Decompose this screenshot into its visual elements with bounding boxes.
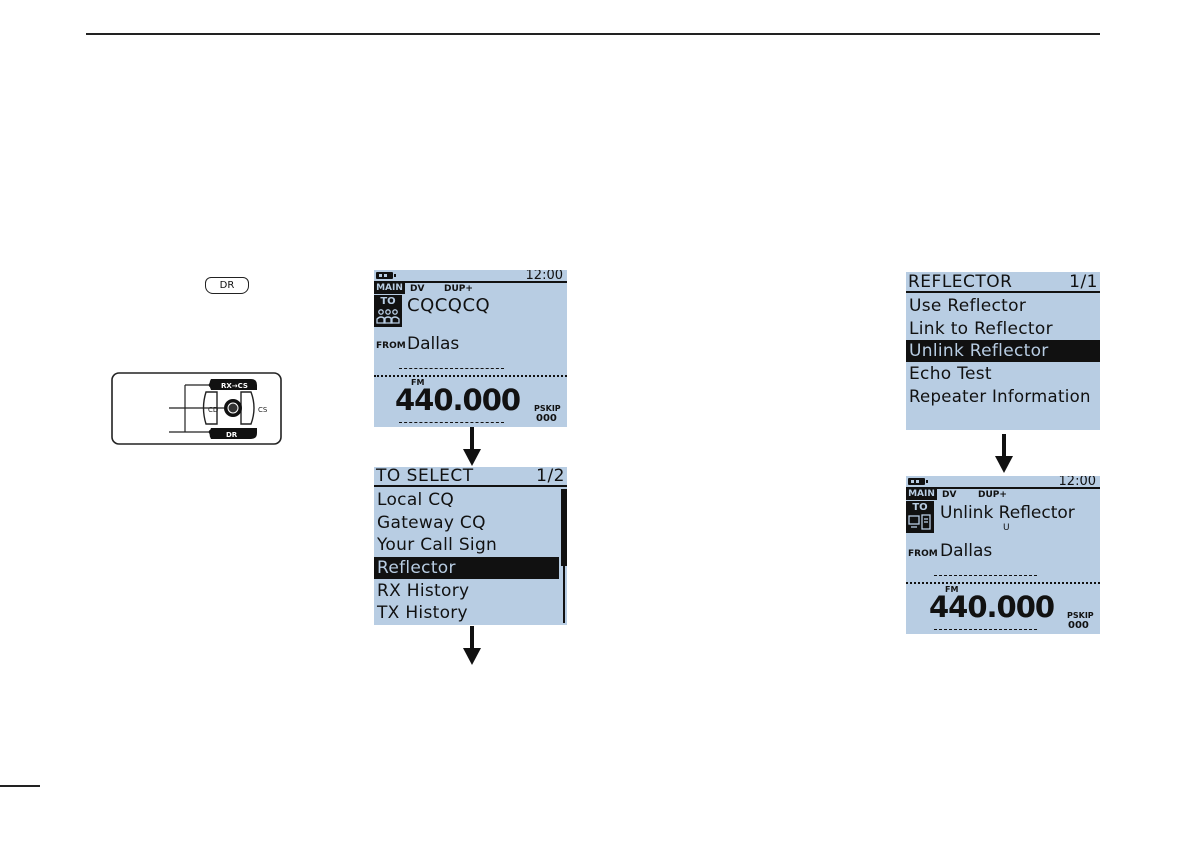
to-sub-value: U [1003,523,1010,533]
menu-item-repeater-information[interactable]: Repeater Information [909,387,1091,406]
fm-mode: FM [945,585,959,594]
cq-people-icon [376,309,400,324]
pskip-indicator: PSKIP [1067,611,1094,620]
menu-item-rx-history[interactable]: RX History [377,581,470,601]
menu-page: 1/2 [536,467,565,486]
menu-item-link-to-reflector[interactable]: Link to Reflector [909,319,1053,339]
pad-right-label: CS [258,406,268,414]
menu-item-tx-history[interactable]: TX History [377,603,468,623]
menu-item-local-cq[interactable]: Local CQ [377,490,455,510]
menu-item-gateway-cq[interactable]: Gateway CQ [377,513,486,533]
duplex-indicator: DUP+ [978,490,1007,500]
page-top-rule [86,33,1100,35]
to-tag: TO [906,501,934,533]
to-tag: TO [374,295,402,327]
fm-mode: FM [411,378,425,387]
frequency-display: 440.000 [929,590,1055,624]
to-tag-label: TO [912,502,928,513]
frequency-display: 440.000 [395,383,521,417]
reflector-menu-screen: REFLECTOR 1/1 Use Reflector Link to Refl… [906,272,1100,430]
clock-text: 12:00 [1058,476,1096,489]
mode-indicator: DV [410,284,425,294]
pskip-indicator: PSKIP [534,404,561,413]
battery-icon [908,478,928,485]
repeater-computer-icon [908,514,931,530]
band-tag: MAIN [906,489,937,500]
directional-pad-icon: CD CS RX→CS DR [111,372,282,445]
to-value: CQCQCQ [407,295,491,316]
menu-item-reflector[interactable]: Reflector [374,557,559,579]
menu-item-your-call-sign[interactable]: Your Call Sign [377,535,498,555]
from-tag: FROM [376,341,406,351]
menu-item-unlink-reflector[interactable]: Unlink Reflector [906,340,1100,362]
clock-text: 12:00 [525,270,563,283]
menu-page: 1/1 [1069,272,1098,292]
scrollbar-thumb[interactable] [561,489,567,566]
menu-title: REFLECTOR [908,272,1013,292]
from-value: Dallas [407,334,460,354]
mode-indicator: DV [942,490,957,500]
from-tag: FROM [908,549,938,559]
menu-item-use-reflector[interactable]: Use Reflector [909,296,1027,316]
pad-down-label: DR [226,431,238,439]
menu-item-echo-test[interactable]: Echo Test [909,364,992,384]
pad-up-label: RX→CS [221,382,248,390]
to-value: Unlink Reflector [940,503,1075,523]
unlink-reflector-screen: 12:00 MAIN DV DUP+ TO Unlink Reflector U… [906,476,1100,634]
band-tag: MAIN [374,283,405,294]
down-arrow-icon [995,434,1013,473]
to-select-menu-screen: TO SELECT 1/2 Local CQ Gateway CQ Your C… [374,467,567,625]
to-tag-label: TO [380,296,396,307]
main-dr-screen: 12:00 MAIN DV DUP+ TO CQCQCQ FROM Dallas… [374,270,567,427]
down-arrow-icon [463,626,481,665]
page-number-rule [0,785,40,787]
dr-key-icon: DR [205,277,249,294]
battery-icon [376,272,396,279]
pad-left-label: CD [208,406,218,414]
memory-channel: 000 [1068,620,1089,631]
menu-title: TO SELECT [376,467,474,486]
down-arrow-icon [463,427,481,466]
directional-pad-illustration: CD CS RX→CS DR [111,372,282,445]
from-value: Dallas [940,541,993,561]
memory-channel: 000 [536,413,557,424]
duplex-indicator: DUP+ [444,284,473,294]
